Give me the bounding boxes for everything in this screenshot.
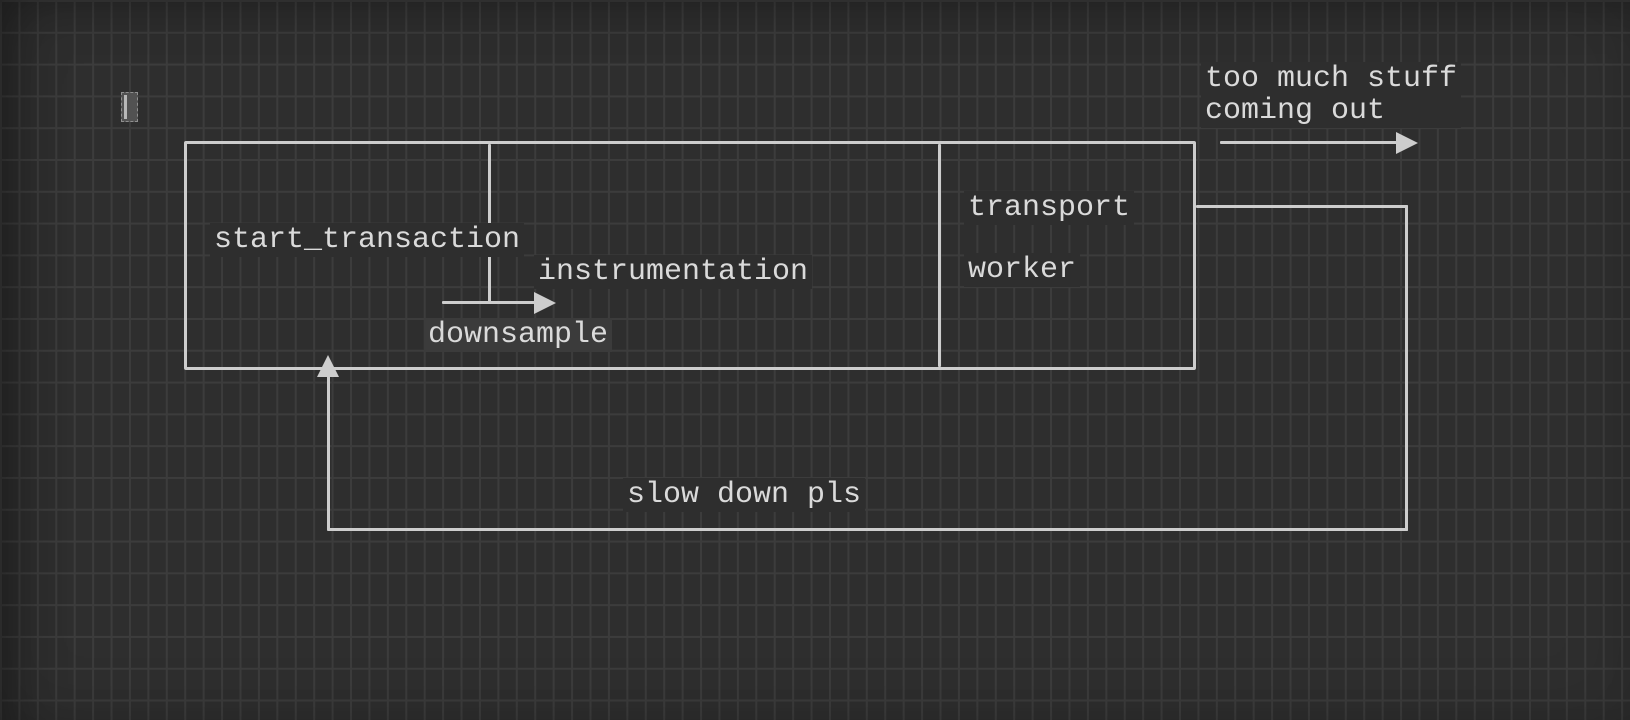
downsample-arrow-line: [442, 301, 535, 304]
annotation-slow-down[interactable]: slow down pls: [623, 478, 866, 512]
pipeline-box[interactable]: [184, 141, 1196, 370]
label-worker[interactable]: worker: [964, 253, 1081, 287]
label-downsample[interactable]: downsample: [424, 318, 613, 352]
feedback-line-bottom: [327, 528, 1408, 531]
label-transport[interactable]: transport: [964, 191, 1135, 225]
feedback-line-right: [1405, 205, 1408, 531]
feedback-line-top: [1196, 205, 1408, 208]
text-cursor-placeholder[interactable]: [121, 92, 138, 122]
label-instrumentation[interactable]: instrumentation: [534, 255, 813, 289]
feedback-line-left: [327, 376, 330, 530]
feedback-arrowhead-icon: [317, 355, 339, 377]
label-start-transaction[interactable]: start_transaction: [210, 223, 525, 257]
output-arrowhead-icon: [1396, 132, 1418, 154]
annotation-too-much-stuff[interactable]: too much stuff coming out: [1201, 62, 1462, 128]
transport-divider-line[interactable]: [938, 144, 941, 367]
downsample-arrowhead-icon: [534, 292, 556, 314]
output-arrow-line: [1220, 141, 1397, 144]
